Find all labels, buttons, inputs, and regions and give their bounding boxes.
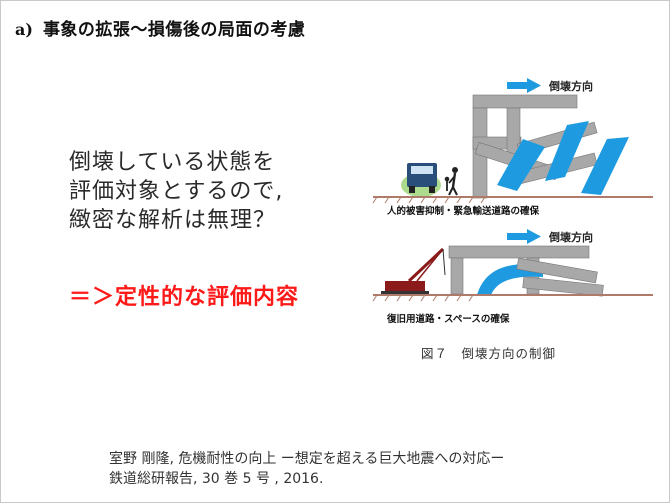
bottom-illustration: 倒壊方向 [372,229,653,325]
bottom-direction-label: 倒壊方向 [548,230,593,244]
slide-heading: a) 事象の拡張～損傷後の局面の考慮 [15,15,305,40]
direction-arrow-icon [507,78,541,93]
citation-line-2: 鉄道総研報告, 30 巻 5 号 , 2016. [109,471,324,487]
bottom-figure-caption: 復旧用道路・スペースの確保 [386,313,510,325]
body-line-3: 緻密な解析は無理？ [69,208,277,233]
collapsing-frame [472,94,629,199]
section-label: a) [15,20,33,39]
citation-line-1: 室野 剛隆, 危機耐性の向上 ー想定を超える巨大地震への対応ー [109,451,505,467]
direction-arrow-icon [507,229,541,244]
collapse-direction-figure: 倒壊方向 [372,78,653,325]
crane-icon [381,247,446,296]
top-figure-caption: 人的被害抑制・緊急輸送道路の確保 [387,205,540,217]
body-line-2: 評価対象とするので, [69,179,284,204]
collapsed-frame [448,245,604,297]
body-text: 倒壊している状態を 評価対象とするので, 緻密な解析は無理？ [69,148,283,235]
people-icon [444,167,458,196]
section-title: 事象の拡張～損傷後の局面の考慮 [42,20,306,40]
body-line-1: 倒壊している状態を [69,150,276,175]
top-illustration: 倒壊方向 [372,78,653,217]
citation: 室野 剛隆, 危機耐性の向上 ー想定を超える巨大地震への対応ー 鉄道総研報告, … [109,449,504,489]
conclusion-text: ＝＞定性的な評価内容 [69,285,300,310]
figure-caption: 図７ 倒壊方向の制御 [421,346,557,361]
top-direction-label: 倒壊方向 [548,79,593,93]
truck-icon [401,163,441,197]
